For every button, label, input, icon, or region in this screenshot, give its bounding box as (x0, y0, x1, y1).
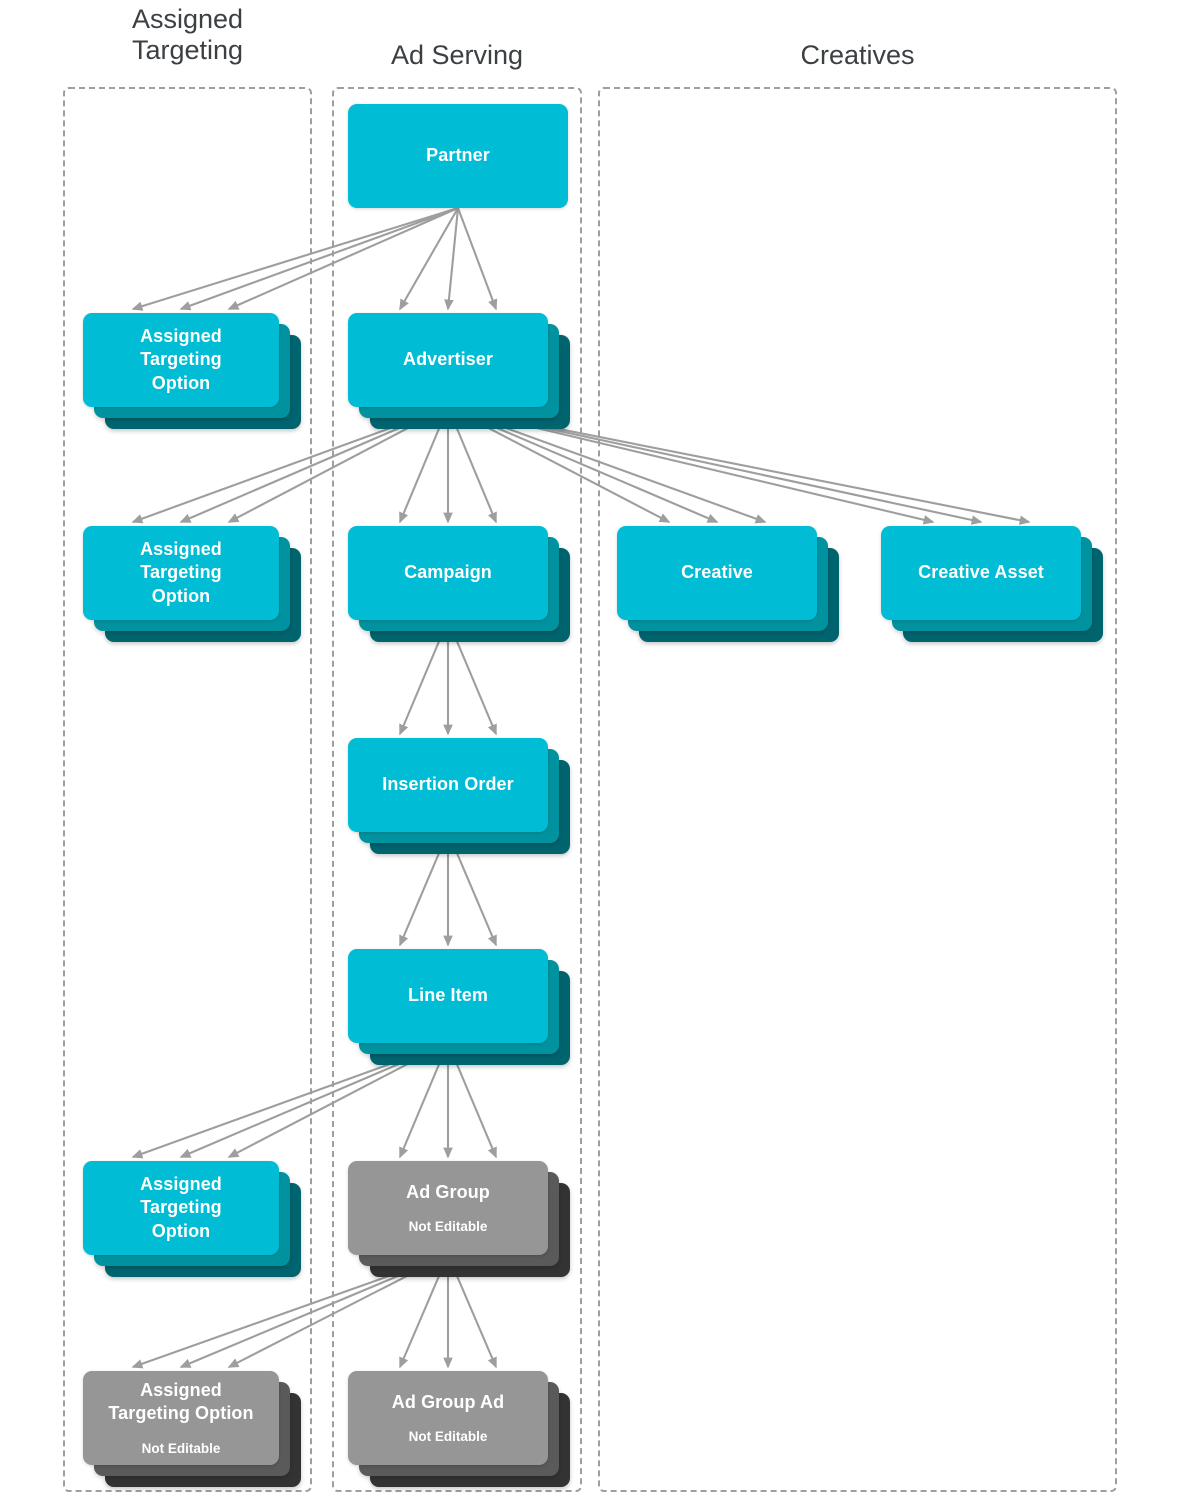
node-title: Campaign (404, 562, 492, 583)
node-face[interactable]: Insertion Order (348, 738, 548, 832)
edge-partner-to-assigned-targeting-option-partner (227, 207, 459, 310)
node-line-item[interactable]: Line Item (348, 949, 572, 1067)
node-title: Creative (681, 562, 753, 583)
node-face[interactable]: Creative Asset (881, 526, 1081, 620)
column-header-line-1: Creatives (800, 40, 915, 70)
column-header-line-1: Ad Serving (390, 40, 524, 70)
node-sublabel: Not Editable (408, 1218, 488, 1234)
node-title: Insertion Order (382, 774, 514, 795)
node-partner[interactable]: Partner (348, 104, 592, 232)
column-frame-ad-serving (332, 87, 582, 1492)
node-title: Ad Group Ad (391, 1391, 505, 1412)
node-face[interactable]: Advertiser (348, 313, 548, 407)
column-header-creatives: Creatives (598, 40, 1117, 71)
node-title: Partner (426, 145, 490, 166)
column-header-ad-serving: Ad Serving (332, 40, 582, 71)
node-sublabel: Not Editable (408, 1428, 488, 1444)
column-header-assigned-targeting: Assigned Targeting (63, 4, 312, 66)
node-creative-asset[interactable]: Creative Asset (881, 526, 1105, 644)
column-header-line-2: Targeting (131, 35, 244, 66)
edge-partner-to-advertiser (399, 207, 459, 311)
node-advertiser[interactable]: Advertiser (348, 313, 572, 431)
node-title: Advertiser (402, 349, 494, 370)
node-insertion-order[interactable]: Insertion Order (348, 738, 572, 856)
column-header-line-1: Assigned (131, 4, 244, 34)
node-sublabel: Not Editable (141, 1440, 221, 1456)
node-creative[interactable]: Creative (617, 526, 841, 644)
node-title: Line Item (408, 985, 488, 1006)
column-frame-assigned-targeting (63, 87, 312, 1492)
node-campaign[interactable]: Campaign (348, 526, 572, 644)
column-frame-creatives (598, 87, 1117, 1492)
edge-partner-to-assigned-targeting-option-partner (179, 207, 459, 311)
node-face[interactable]: Ad Group Ad Not Editable (348, 1371, 548, 1465)
node-ad-group-ad[interactable]: Ad Group Ad Not Editable (348, 1371, 572, 1489)
node-face[interactable]: Partner (348, 104, 568, 208)
node-face[interactable]: Creative (617, 526, 817, 620)
edge-partner-to-advertiser (444, 207, 460, 311)
node-face[interactable]: Campaign (348, 526, 548, 620)
node-title: Creative Asset (918, 562, 1044, 583)
node-title: Ad Group (406, 1181, 490, 1202)
node-face[interactable]: Line Item (348, 949, 548, 1043)
edge-partner-to-advertiser (457, 207, 498, 311)
edge-partner-to-assigned-targeting-option-partner (131, 206, 459, 311)
